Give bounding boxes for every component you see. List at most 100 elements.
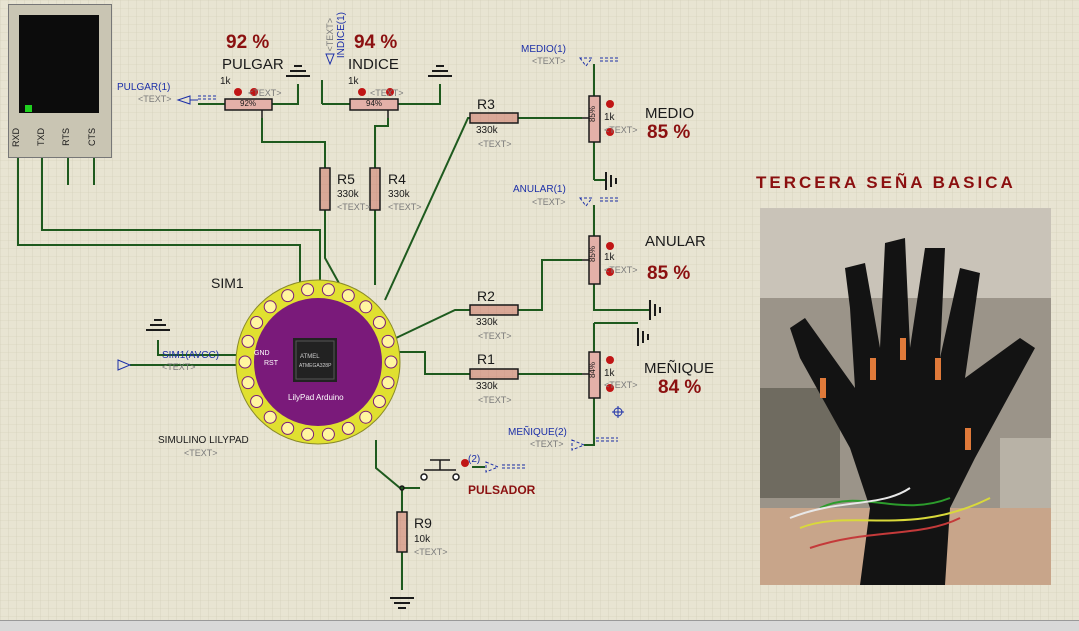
board-pad xyxy=(263,300,277,314)
anular-net: ANULAR(1) xyxy=(513,184,566,195)
board-pad xyxy=(281,421,295,435)
menique-net: MEÑIQUE(2) xyxy=(508,427,567,438)
avcc-text: <TEXT> xyxy=(162,362,196,372)
chip-name: ATMEL xyxy=(300,354,320,360)
ground-symbols xyxy=(146,65,661,609)
indice-label: INDICE xyxy=(348,56,399,73)
board-label: LilyPad Arduino xyxy=(288,393,344,402)
menique-dial: 84% xyxy=(588,362,597,379)
menique-res-value: 1k xyxy=(604,368,615,379)
net-flags xyxy=(117,53,624,473)
board-pad xyxy=(359,300,373,314)
r2-value: 330k xyxy=(476,317,498,328)
r9-text: <TEXT> xyxy=(414,547,448,557)
r4-value: 330k xyxy=(388,189,410,200)
avcc-net: SIM1(AVCC) xyxy=(162,350,220,361)
board-pad xyxy=(301,427,315,441)
pushbutton xyxy=(420,459,460,481)
medio-net: MEDIO(1) xyxy=(521,44,566,55)
medio-dial: 85% xyxy=(588,106,597,123)
board-pad xyxy=(321,427,335,441)
r1-ref: R1 xyxy=(477,351,495,367)
r5-value: 330k xyxy=(337,189,359,200)
board-pad xyxy=(381,334,395,348)
menique-label: MEÑIQUE xyxy=(644,360,715,377)
board-pad xyxy=(372,316,386,329)
anular-text: <TEXT> xyxy=(604,265,638,275)
anular-dial: 85% xyxy=(588,246,597,263)
indice-net-text: <TEXT> xyxy=(325,18,335,52)
board-name: SIMULINO LILYPAD xyxy=(158,435,249,446)
board-pad xyxy=(301,283,315,297)
r9-ref: R9 xyxy=(414,515,432,531)
pulgar-dial: 92% xyxy=(240,99,257,108)
indice-res-value: 1k xyxy=(348,76,359,87)
glove-illustration xyxy=(760,208,1051,585)
board-pad xyxy=(238,355,252,369)
chip-model: ATMEGA328P xyxy=(299,363,332,369)
anular-percent: 85 % xyxy=(647,263,691,284)
board-pad xyxy=(281,289,295,303)
pulgar-label: PULGAR xyxy=(222,56,284,73)
terminal-pin-cts: CTS xyxy=(87,128,97,146)
r5-ref: R5 xyxy=(337,171,355,187)
board-pad xyxy=(241,334,255,348)
menique-percent: 84 % xyxy=(658,377,702,398)
pushbutton-label: PULSADOR xyxy=(468,483,536,497)
board-pin-gnd: GND xyxy=(254,350,270,357)
board-connections xyxy=(399,485,405,491)
page-title: TERCERA SEÑA BASICA xyxy=(756,173,1016,192)
glove-photo xyxy=(760,208,1051,585)
indice-text: <TEXT> xyxy=(370,88,404,98)
r2-ref: R2 xyxy=(477,288,495,304)
menique-text: <TEXT> xyxy=(604,380,638,390)
medio-res-value: 1k xyxy=(604,112,615,123)
r1-value: 330k xyxy=(476,381,498,392)
pushbutton-net: (2) xyxy=(468,454,481,465)
resistor-bodies xyxy=(319,112,519,553)
r4-ref: R4 xyxy=(388,171,406,187)
r3-ref: R3 xyxy=(477,96,495,112)
pulgar-net-text: <TEXT> xyxy=(138,94,172,104)
terminal-pin-rxd: RXD xyxy=(11,128,21,148)
potentiometers xyxy=(224,95,601,399)
board-pin-rst: RST xyxy=(264,360,278,367)
board-pad xyxy=(341,421,355,435)
r3-value: 330k xyxy=(476,125,498,136)
pot-buttons xyxy=(234,88,614,467)
board-pad xyxy=(321,283,335,297)
pulgar-res-value: 1k xyxy=(220,76,231,87)
board-text: <TEXT> xyxy=(184,448,218,458)
lilypad-board xyxy=(235,279,401,445)
virtual-terminal[interactable] xyxy=(8,4,112,158)
terminal-pin-rts: RTS xyxy=(61,128,71,146)
r3-text: <TEXT> xyxy=(478,139,512,149)
terminal-pin-txd: TXD xyxy=(36,128,46,146)
indice-net: INDICE(1) xyxy=(336,12,347,59)
pulgar-text: <TEXT> xyxy=(248,88,282,98)
sim1-ref: SIM1 xyxy=(211,275,244,291)
board-pad xyxy=(250,395,264,408)
board-pad xyxy=(263,410,277,424)
r5-text: <TEXT> xyxy=(337,202,371,212)
anular-res-value: 1k xyxy=(604,252,615,263)
horizontal-scrollbar[interactable] xyxy=(0,620,1079,631)
indice-percent: 94 % xyxy=(354,32,398,53)
anular-label: ANULAR xyxy=(645,233,706,250)
board-pad xyxy=(359,410,373,424)
r9-value: 10k xyxy=(414,534,431,545)
menique-net-text: <TEXT> xyxy=(530,439,564,449)
board-pad xyxy=(250,316,264,329)
board-pad xyxy=(341,289,355,303)
terminal-screen xyxy=(19,15,99,113)
r1-text: <TEXT> xyxy=(478,395,512,405)
r2-text: <TEXT> xyxy=(478,331,512,341)
anular-net-text: <TEXT> xyxy=(532,197,566,207)
terminal-cursor xyxy=(25,105,32,112)
board-pad xyxy=(384,355,398,369)
medio-label: MEDIO xyxy=(645,105,695,122)
board-pad xyxy=(381,376,395,390)
medio-percent: 85 % xyxy=(647,122,691,143)
medio-text: <TEXT> xyxy=(604,125,638,135)
r4-text: <TEXT> xyxy=(388,202,422,212)
